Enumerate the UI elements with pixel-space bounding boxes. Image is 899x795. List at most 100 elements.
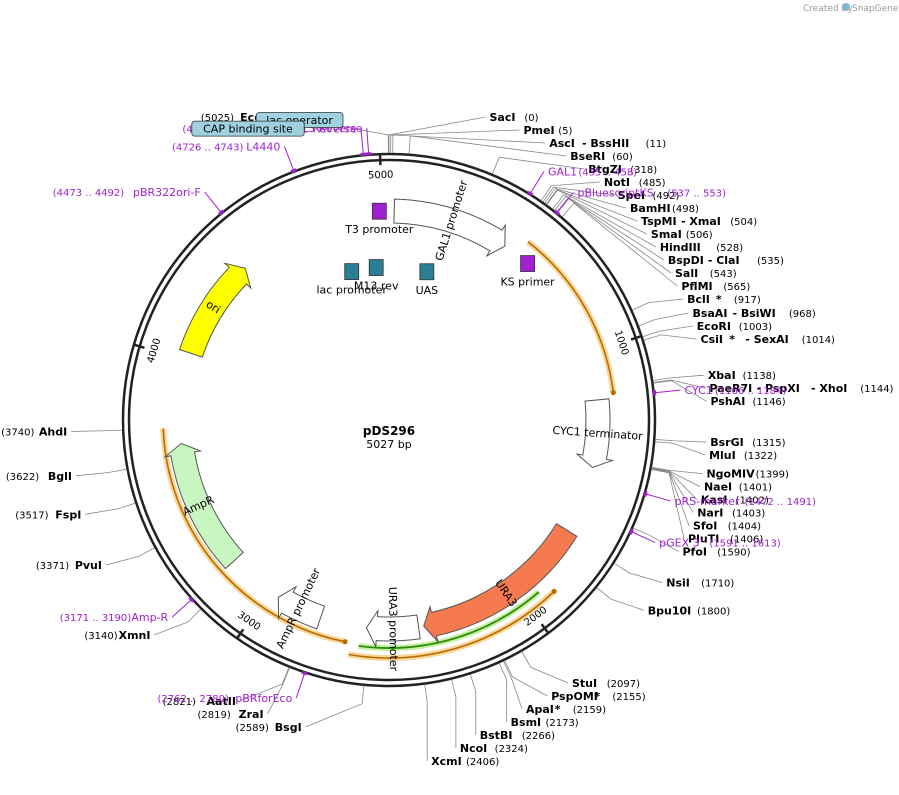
site-leader-line <box>267 667 290 715</box>
primer-amp-r[interactable]: Amp-R(3171 .. 3190) <box>60 611 169 624</box>
site-position: (1402) <box>736 496 769 507</box>
restriction-site-bstbi[interactable]: BstBI(2266) <box>480 729 555 742</box>
restriction-site-pmei[interactable]: PmeI(5) <box>523 124 572 137</box>
feature-cyc1-terminator <box>575 398 615 469</box>
site-position: (1403) <box>732 509 765 520</box>
restriction-site-bseri[interactable]: BseRI(60) <box>570 150 633 163</box>
site-position: (0) <box>524 113 538 124</box>
restriction-site-paer7i[interactable]: PaeR7I- PspXI- XhoI(1144) <box>709 382 893 395</box>
restriction-site-asci[interactable]: AscI- BssHII(11) <box>549 137 666 150</box>
restriction-site-ncoi[interactable]: NcoI(2324) <box>460 742 528 755</box>
primer-pbr322ori-f[interactable]: pBR322ori-F(4473 .. 4492) <box>53 186 201 199</box>
site-position: (1406) <box>730 535 763 546</box>
site-position: (2266) <box>522 731 555 742</box>
primer-l4440[interactable]: L4440(4726 .. 4743) <box>172 140 280 153</box>
restriction-site-pfoi[interactable]: PfoI(1590) <box>682 546 750 559</box>
feature-ura3-promoter <box>365 608 421 649</box>
site-leader-line <box>498 663 508 722</box>
site-position: (1014) <box>802 335 835 346</box>
feature-t3-promoter <box>371 202 387 220</box>
restriction-site-saci[interactable]: SacI(0) <box>490 111 539 124</box>
restriction-site-fspi[interactable]: FspI(3517) <box>15 508 81 521</box>
site-name: PflMI <box>681 280 712 293</box>
restriction-site-smai[interactable]: SmaI(506) <box>651 228 713 241</box>
restriction-site-zrai[interactable]: ZraI(2819) <box>197 708 263 721</box>
site-position: (2821) <box>163 697 196 708</box>
site-leader-line <box>638 312 689 327</box>
restriction-site-bpu10i[interactable]: Bpu10I(1800) <box>648 604 731 617</box>
plasmid-name: pDS296 <box>363 424 415 438</box>
site-leader-line <box>85 502 136 515</box>
primer-pgex-3-[interactable]: pGEX 3'(1591 .. 1613) <box>659 537 781 550</box>
site-extra2: - XhoI <box>811 382 847 395</box>
site-leader-line <box>651 469 685 539</box>
restriction-site-mlui[interactable]: MluI(1322) <box>709 449 777 462</box>
restriction-site-nsii[interactable]: NsiI(1710) <box>666 577 734 590</box>
restriction-site-hindiii[interactable]: HindIII(528) <box>660 241 743 254</box>
primer-cyc1[interactable]: CYC1(1166 .. 1184) <box>684 384 786 397</box>
primer-name: pGEX 3' <box>659 537 703 550</box>
site-name: NsiI <box>666 577 690 590</box>
primer-name: L4440 <box>246 140 280 153</box>
restriction-site-pluti[interactable]: PluTI(1406) <box>688 533 763 546</box>
restriction-site-sali[interactable]: SalI(543) <box>675 267 737 280</box>
restriction-site-xcmi[interactable]: XcmI(2406) <box>431 755 499 768</box>
restriction-site-bsrgi[interactable]: BsrGI(1315) <box>710 436 785 449</box>
restriction-site-bsmi[interactable]: BsmI(2173) <box>511 716 579 729</box>
restriction-site-bsaai[interactable]: BsaAI- BsiWI(968) <box>692 307 815 320</box>
primer-pbrforeco[interactable]: pBRforEco(2762 .. 2780) <box>157 692 292 705</box>
restriction-site-btgzi[interactable]: BtgZI(318) <box>588 163 657 176</box>
site-name: AatII <box>207 695 236 708</box>
primer-prs-marker[interactable]: pRS-marker(1472 .. 1491) <box>675 495 817 508</box>
restriction-site-tspmi[interactable]: TspMI- XmaI(504) <box>641 215 757 228</box>
restriction-site-pvui[interactable]: PvuI(3371) <box>36 559 102 572</box>
boxed-label-cap-binding-site[interactable]: CAP binding site <box>191 120 305 137</box>
site-leader-line <box>392 134 546 154</box>
restriction-site-xbai[interactable]: XbaI(1138) <box>708 369 776 382</box>
restriction-site-csii[interactable]: CsiI *- SexAI(1014) <box>701 333 836 346</box>
primer-mark <box>652 389 657 396</box>
restriction-site-stui[interactable]: StuI(2097) <box>572 677 640 690</box>
site-position: (2173) <box>545 718 578 729</box>
restriction-site-pflmi[interactable]: PflMI(565) <box>681 280 750 293</box>
primer-range: (2762 .. 2780) <box>157 694 229 705</box>
site-name: PshAI <box>710 395 745 408</box>
restriction-site-ecori[interactable]: EcoRI(1003) <box>697 320 772 333</box>
restriction-site-bamhi[interactable]: BamHI(498) <box>630 202 699 215</box>
restriction-site-xmni[interactable]: XmnI(3140) <box>84 629 150 642</box>
ring-tick <box>134 343 145 349</box>
ring-tick-label: 5000 <box>368 170 394 182</box>
restriction-site-ahdi[interactable]: AhdI(3740) <box>1 425 67 438</box>
restriction-site-nari[interactable]: NarI(1403) <box>697 507 765 520</box>
ring-tick-label: 3000 <box>235 610 262 634</box>
restriction-site-spei[interactable]: SpeI(492) <box>618 189 680 202</box>
primer-mark <box>554 209 561 216</box>
restriction-site-pshai[interactable]: PshAI(1146) <box>710 395 785 408</box>
site-position: (1315) <box>752 438 785 449</box>
primer-pbluescriptks[interactable]: pBluescriptKS(537 .. 553) <box>578 186 727 199</box>
site-name: FspI <box>55 508 81 521</box>
restriction-site-noti[interactable]: NotI(485) <box>604 176 666 189</box>
feature-label: ori <box>204 298 223 317</box>
site-leader-line <box>503 661 523 709</box>
restriction-site-ngomiv[interactable]: NgoMIV(1399) <box>706 468 789 481</box>
restriction-site-naei[interactable]: NaeI(1401) <box>704 481 772 494</box>
primer-arc-head <box>610 390 616 396</box>
restriction-site-aatii[interactable]: AatII (2821) <box>163 695 236 708</box>
primer-gal1[interactable]: GAL1(435 .. 458) <box>548 165 637 178</box>
restriction-site-bcli[interactable]: BclI *(917) <box>687 293 761 306</box>
restriction-site-bspdi[interactable]: BspDI- ClaI(535) <box>668 254 784 267</box>
ring-tick <box>540 623 549 634</box>
site-leader-line <box>469 674 477 735</box>
restriction-site-bsgi[interactable]: BsgI(2589) <box>236 721 302 734</box>
restriction-site-pspomi[interactable]: PspOMI *(2155) <box>551 690 646 703</box>
site-name: NaeI <box>704 481 732 494</box>
site-name: SfoI <box>693 520 717 533</box>
site-leader-line <box>504 660 548 697</box>
restriction-site-sfoi[interactable]: SfoI(1404) <box>693 520 761 533</box>
restriction-site-apai[interactable]: ApaI *(2159) <box>526 703 606 716</box>
feature-ampr-promoter <box>277 585 326 630</box>
restriction-site-kasi[interactable]: KasI(1402) <box>701 494 769 507</box>
restriction-site-bgli[interactable]: BglI(3622) <box>6 470 72 483</box>
